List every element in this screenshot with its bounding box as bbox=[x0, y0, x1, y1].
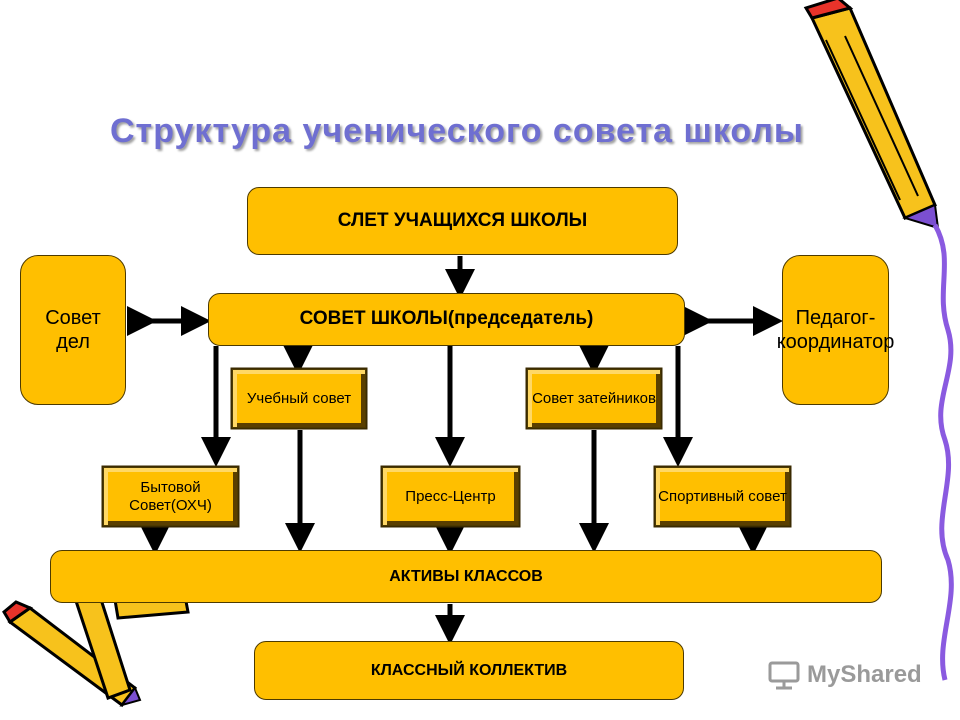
box-sport: Спортивный совет bbox=[655, 467, 790, 526]
box-uchebny-label: Учебный совет bbox=[246, 389, 352, 407]
presentation-icon bbox=[768, 661, 800, 690]
pencil-icon bbox=[803, 0, 940, 230]
box-zateynikov: Совет затейников bbox=[527, 369, 661, 428]
box-press: Пресс-Центр bbox=[382, 467, 519, 526]
box-zateynikov-label: Совет затейников bbox=[532, 389, 656, 407]
squiggle-line bbox=[932, 223, 954, 681]
box-kollektiv-label: КЛАССНЫЙ КОЛЛЕКТИВ bbox=[370, 661, 568, 679]
box-sovet-del-label: Совет дел bbox=[45, 307, 101, 353]
box-aktivy-label: АКТИВЫ КЛАССОВ bbox=[389, 567, 543, 585]
box-kollektiv: КЛАССНЫЙ КОЛЛЕКТИВ bbox=[254, 641, 684, 700]
box-pedagog: Педагог-координатор bbox=[777, 255, 894, 405]
watermark-text: MyShared bbox=[807, 661, 922, 688]
box-press-label: Пресс-Центр bbox=[405, 487, 496, 505]
box-bytovoy-label: Бытовой Совет(ОХЧ) bbox=[129, 478, 212, 514]
box-pedagog-label: Педагог-координатор bbox=[776, 307, 895, 353]
diagram-title: Структура ученического совета школы bbox=[110, 112, 804, 150]
watermark: MyShared bbox=[767, 655, 937, 695]
box-sovet-shkoly: СОВЕТ ШКОЛЫ(председатель) bbox=[208, 293, 685, 346]
box-sovet-shkoly-label: СОВЕТ ШКОЛЫ(председатель) bbox=[299, 308, 594, 330]
box-aktivy: АКТИВЫ КЛАССОВ bbox=[50, 550, 882, 603]
box-sport-label: Спортивный совет bbox=[658, 487, 787, 505]
box-sovet-del: Совет дел bbox=[20, 255, 126, 405]
box-slet-label: СЛЕТ УЧАЩИХСЯ ШКОЛЫ bbox=[337, 209, 588, 231]
box-uchebny: Учебный совет bbox=[232, 369, 366, 428]
box-slet: СЛЕТ УЧАЩИХСЯ ШКОЛЫ bbox=[247, 187, 678, 255]
box-bytovoy: Бытовой Совет(ОХЧ) bbox=[103, 467, 238, 526]
